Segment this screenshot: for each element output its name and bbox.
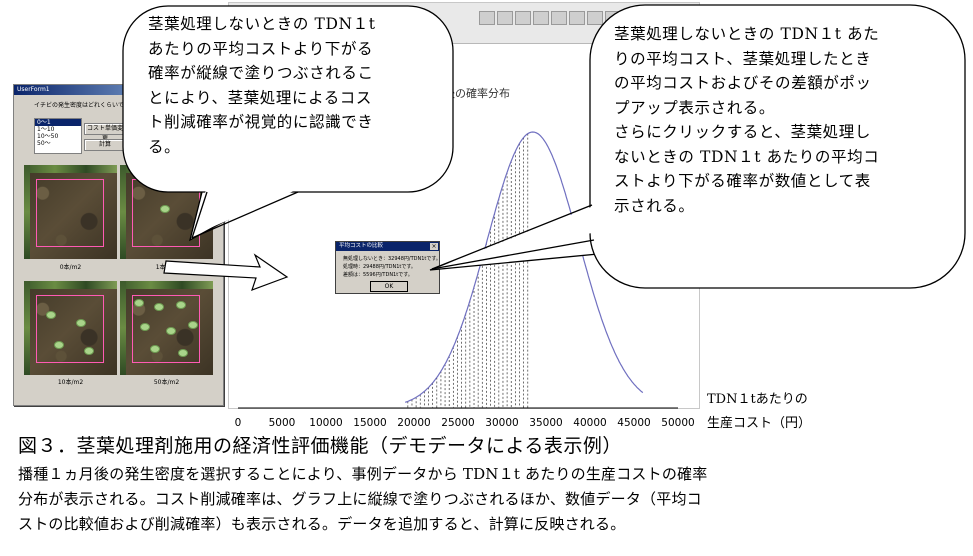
bubble-line: ストより下がる確率が数値として表 [614,172,871,190]
photo-caption: 0本/m2 [59,264,82,271]
x-tick-label: 25000 [441,417,474,429]
x-tick-label: 15000 [353,417,386,429]
dialog-title: 平均コストの比較 [339,243,384,249]
bubble-line: の平均コストおよびその差額がポッ [614,74,872,92]
toolbar-icon[interactable] [533,11,549,25]
toolbar-icon[interactable] [479,11,495,25]
left-bubble-tail-edge [191,191,208,239]
toolbar-icon[interactable] [551,11,567,25]
seedling [178,349,188,357]
toolbar-icon[interactable] [569,11,585,25]
toolbar-icon[interactable] [515,11,531,25]
seedling [154,303,164,311]
dialog-line: 無処理しないとき：32948円/TDN1tです。 [343,256,441,262]
bubble-line: ト削減確率が視覚的に認識でき [148,113,374,131]
bubble-line: 確率が縦線で塗りつぶされるこ [148,64,374,82]
x-tick-label: 20000 [397,417,430,429]
bubble-line: ないときの TDN１t あたりの平均コ [614,147,880,166]
bubble-line: 示される。 [614,196,695,215]
x-tick-label: 50000 [661,417,694,429]
calculate-button[interactable]: 計算 [84,139,126,151]
x-axis-label-line: TDN１tあたりの [707,392,808,407]
x-axis-label: TDN１tあたりの 生産コスト（円） [707,388,811,436]
left-bubble-tail-edge [191,191,299,239]
distribution-curve [405,131,644,403]
quadrat-frame [132,295,200,363]
x-tick-label: 0 [235,417,242,429]
dialog-titlebar: 平均コストの比較 × [336,242,439,251]
field-photo [24,281,117,375]
bubble-line: 茎葉処理しないときの TDN１t [148,15,376,33]
field-photo [24,165,117,259]
quadrat-frame [36,179,104,247]
arrow-to-chart [163,253,289,291]
density-option[interactable]: 50〜 [37,140,51,147]
bubble-line: プアップ表示される。 [614,98,776,117]
seedling [84,347,94,355]
density-option[interactable]: 1〜10 [37,126,55,133]
seedling [140,323,150,331]
seedling [176,301,186,309]
seedling [76,319,86,327]
x-tick-label: 30000 [485,417,518,429]
seedling [134,299,144,307]
seedling [46,311,56,319]
x-tick-label: 5000 [269,417,296,429]
dialog-line: 差額は：5596円/TDN1tです。 [343,272,413,278]
average-cost-dialog: 平均コストの比較 × 無処理しないとき：32948円/TDN1tです。 処理時：… [335,241,441,294]
chart-title-fragment: 後の確率分布 [444,87,510,100]
photo-caption: 50本/m2 [153,379,180,386]
right-bubble-tail-edge [431,239,595,270]
density-question: イチビの発生密度はどれくらいですか？(本/m2) [34,102,165,109]
x-axis-label-line: 生産コスト（円） [707,416,812,431]
right-bubble-tail-edge [431,204,593,270]
seedling [54,341,64,349]
density-listbox[interactable]: 0〜1 1〜10 10〜50 50〜 [34,118,82,154]
right-bubble-text: 茎葉処理しないときの TDN１t あた りの平均コスト、茎葉処理したとき の平均… [614,22,879,218]
close-icon[interactable]: × [430,243,438,250]
field-photo [120,281,213,375]
right-bubble [589,4,966,289]
description-line: ストの比較値および削減確率）も表示される。データを追加すると、計算に反映される。 [18,515,626,533]
description-line: 分布が表示される。コスト削減確率は、グラフ上に縦線で塗りつぶされるほか、数値デー… [18,490,702,508]
ok-button[interactable]: OK [370,281,408,292]
x-axis-ticks: 0 5000 10000 15000 20000 25000 30000 35000 40000… [235,417,695,429]
x-tick-label: 45000 [617,417,650,429]
change-cost-button[interactable]: コスト単価変更 [84,123,126,142]
right-bubble-tail-cover [434,205,596,269]
bubble-line: とにより、茎葉処理によるコス [148,88,373,107]
density-option[interactable]: 10〜50 [37,133,59,140]
bubble-line: 茎葉処理しないときの TDN１t あた [614,25,880,43]
user-form-titlebar: UserForm1 [14,85,223,95]
figure-title: 図３．茎葉処理剤施用の経済性評価機能（デモデータによる表示例） [18,435,622,457]
seedling [166,327,176,335]
bubble-line: あたりの平均コストより下がる [148,39,374,58]
x-tick-label: 40000 [573,417,606,429]
x-tick-label: 10000 [309,417,342,429]
left-bubble-tail-cover [192,190,296,236]
seedling [160,205,170,213]
dialog-line: 処理時：29488円/TDN1tです。 [343,264,416,270]
bubble-line: りの平均コスト、茎葉処理したとき [614,49,872,68]
quadrat-frame [36,295,104,363]
photo-caption: 10本/m2 [57,379,84,386]
toolbar-icon[interactable] [587,11,603,25]
toolbar-icon[interactable] [497,11,513,25]
description-line: 播種１ヵ月後の発生密度を選択することにより、事例データから TDN１t あたりの… [18,465,708,483]
bubble-line: る。 [148,137,181,156]
seedling [150,345,160,353]
seedling [188,321,198,329]
bubble-line: さらにクリックすると、茎葉処理し [614,123,871,141]
x-tick-label: 35000 [529,417,562,429]
left-bubble-text: 茎葉処理しないときの TDN１t あたりの平均コストより下がる 確率が縦線で塗り… [148,12,376,159]
figure-description: 播種１ヵ月後の発生密度を選択することにより、事例データから TDN１t あたりの… [18,462,707,537]
density-option[interactable]: 0〜1 [35,119,81,126]
